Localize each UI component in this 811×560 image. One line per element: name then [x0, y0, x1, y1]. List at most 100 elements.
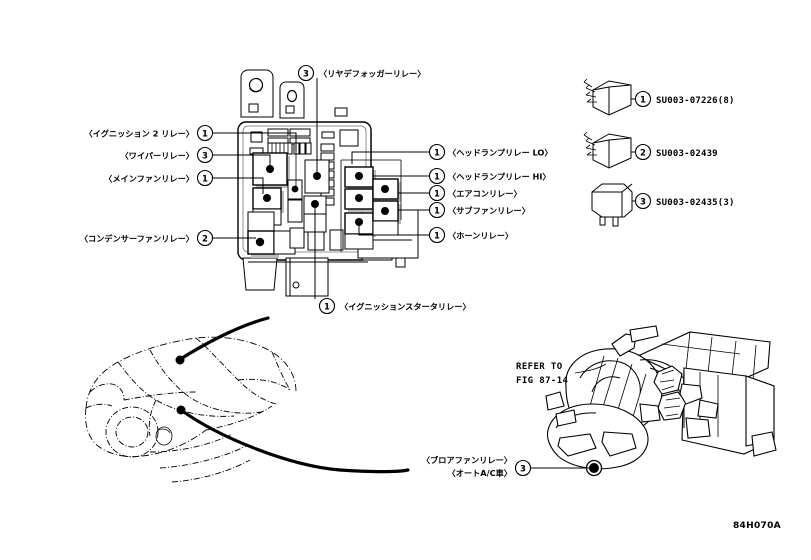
legend-item-1[interactable]: 1 SU003-07226(8) [583, 78, 735, 116]
blower-label-line2: 〈オートA/C車〉 [448, 468, 512, 478]
callout-number: 1 [434, 149, 440, 159]
callout-circle[interactable] [196, 169, 214, 187]
relay-marker-air-con [381, 185, 389, 193]
callout-headlamp-relay-hi[interactable]: 1 〈ヘッドランプリレー HI〉 [373, 167, 551, 185]
relay-angled-icon [583, 78, 632, 116]
callout-number: 3 [303, 70, 309, 80]
callout-number: 3 [520, 465, 526, 475]
relay-cube-icon [591, 183, 633, 227]
legend-part-number: SU003-02435(3) [656, 198, 735, 208]
fusebox-tab-slot-2 [285, 105, 295, 114]
callout-circle[interactable] [196, 229, 214, 247]
callout-label: 〈ホーンリレー〉 [448, 231, 513, 241]
callout-circle[interactable] [428, 184, 446, 202]
fusebox-tab-slot [248, 103, 259, 113]
fuse-slot [321, 131, 335, 139]
fuse-slot [250, 131, 263, 143]
car-illustration [85, 336, 297, 483]
legend-number: 3 [640, 198, 646, 208]
relay-socket [287, 199, 303, 223]
callout-number: 2 [202, 235, 208, 245]
legend-item-3[interactable]: 3 SU003-02435(3) [591, 183, 735, 227]
refer-to-note: REFER TO FIG 87-14 [516, 362, 607, 386]
blower-label-line1: 〈ブロアファンリレー〉 [422, 455, 512, 465]
callout-label: 〈ワイパーリレー〉 [120, 151, 194, 161]
callout-sub-fan-relay[interactable]: 1 〈サブファンリレー〉 [398, 201, 530, 219]
callout-main-fan-relay[interactable]: 1 〈メインファンリレー〉 [104, 169, 264, 195]
callout-ignition-starter-relay[interactable]: 1 〈イグニッションスタータリレー〉 [314, 206, 471, 315]
callout-circle[interactable] [428, 226, 446, 244]
callout-circle[interactable] [196, 146, 214, 164]
fuse-slot [289, 227, 305, 249]
fusebox-tab-hole [248, 77, 264, 93]
fusebox-leg-left [242, 257, 278, 291]
callout-label: 〈メインファンリレー〉 [104, 174, 194, 184]
callout-circle[interactable] [514, 459, 532, 477]
relay-marker-main-fan [263, 194, 271, 202]
callout-label: 〈イグニッションスタータリレー〉 [340, 302, 471, 312]
callout-label: 〈ヘッドランプリレー LO〉 [448, 148, 553, 158]
callout-horn-relay[interactable]: 1 〈ホーンリレー〉 [358, 226, 513, 244]
callout-circle[interactable] [428, 201, 446, 219]
leader-to-fusebox [177, 316, 270, 362]
fuse-slot [307, 231, 325, 251]
legend-item-2[interactable]: 2 SU003-02439 [583, 131, 718, 169]
fusebox-leg-mid [285, 257, 329, 297]
callout-label: 〈リヤデフォッガーリレー〉 [319, 69, 425, 79]
callout-circle[interactable] [428, 167, 446, 185]
fuse-slot [339, 129, 359, 147]
fuse-slot [329, 229, 344, 251]
relay-marker-headlamp-hi [355, 194, 363, 202]
leader-to-blower [179, 408, 410, 474]
callout-number: 1 [202, 130, 208, 140]
relay-marker-ignition2 [291, 185, 299, 193]
relay-marker-horn [355, 218, 363, 226]
callout-rear-defogger[interactable]: 3 〈リヤデフォッガーリレー〉 [297, 64, 426, 177]
callout-label: 〈イグニッション 2 リレー〉 [85, 129, 194, 139]
leader-origin-dot-upper [175, 355, 185, 365]
relay-marker-sub-fan [381, 207, 389, 215]
relay-marker-wiper [266, 165, 274, 173]
legend-part-number: SU003-02439 [656, 149, 718, 159]
relay-angled-icon [583, 131, 632, 169]
callout-number: 1 [434, 232, 440, 242]
fusebox-tab-right [334, 107, 348, 117]
callout-label: 〈エアコンリレー〉 [448, 189, 522, 199]
relay-socket [372, 220, 399, 236]
relay-marker-headlamp-lo [355, 172, 363, 180]
legend-number: 2 [640, 149, 646, 159]
callout-ignition-2-relay[interactable]: 1 〈イグニッション 2 リレー〉 [85, 124, 297, 152]
callout-circle[interactable] [196, 124, 214, 142]
leader-origin-dot-lower [176, 405, 186, 415]
blower-unit-illustration [545, 325, 777, 477]
callout-air-con-relay[interactable]: 1 〈エアコンリレー〉 [398, 184, 522, 202]
legend-callout-circle[interactable] [634, 143, 652, 161]
callout-circle[interactable] [318, 297, 336, 315]
leader-curves [175, 316, 410, 474]
callout-number: 1 [202, 175, 208, 185]
legend-callout-circle[interactable] [634, 192, 652, 210]
callout-circle[interactable] [297, 64, 315, 82]
parts-legend: 1 SU003-07226(8) 2 SU003-02439 [583, 78, 735, 227]
callout-label: 〈サブファンリレー〉 [448, 206, 530, 216]
refer-to-line1: REFER TO [516, 362, 563, 372]
refer-to-line2: FIG 87-14 [516, 376, 569, 386]
callout-number: 1 [324, 303, 330, 313]
legend-number: 1 [640, 96, 646, 106]
relay-socket [344, 233, 374, 250]
callout-headlamp-relay-lo[interactable]: 1 〈ヘッドランプリレー LO〉 [351, 143, 553, 165]
drawing-number: 84H070A [733, 521, 781, 531]
callout-blower-fan-relay[interactable]: 3 〈ブロアファンリレー〉 〈オートA/C車〉 [422, 455, 589, 478]
legend-callout-circle[interactable] [634, 90, 652, 108]
callout-circle[interactable] [428, 143, 446, 161]
relay-marker-ignition-starter [311, 200, 319, 208]
legend-part-number: SU003-07226(8) [656, 96, 735, 106]
callout-wiper-relay[interactable]: 3 〈ワイパーリレー〉 [120, 146, 271, 166]
callout-label: 〈コンデンサーファンリレー〉 [80, 234, 194, 244]
callout-condenser-fan-relay[interactable]: 2 〈コンデンサーファンリレー〉 [80, 229, 256, 247]
callout-number: 3 [202, 152, 208, 162]
relay-marker-condenser-fan [255, 237, 265, 247]
fusebox-pedestal-foot [395, 257, 406, 268]
